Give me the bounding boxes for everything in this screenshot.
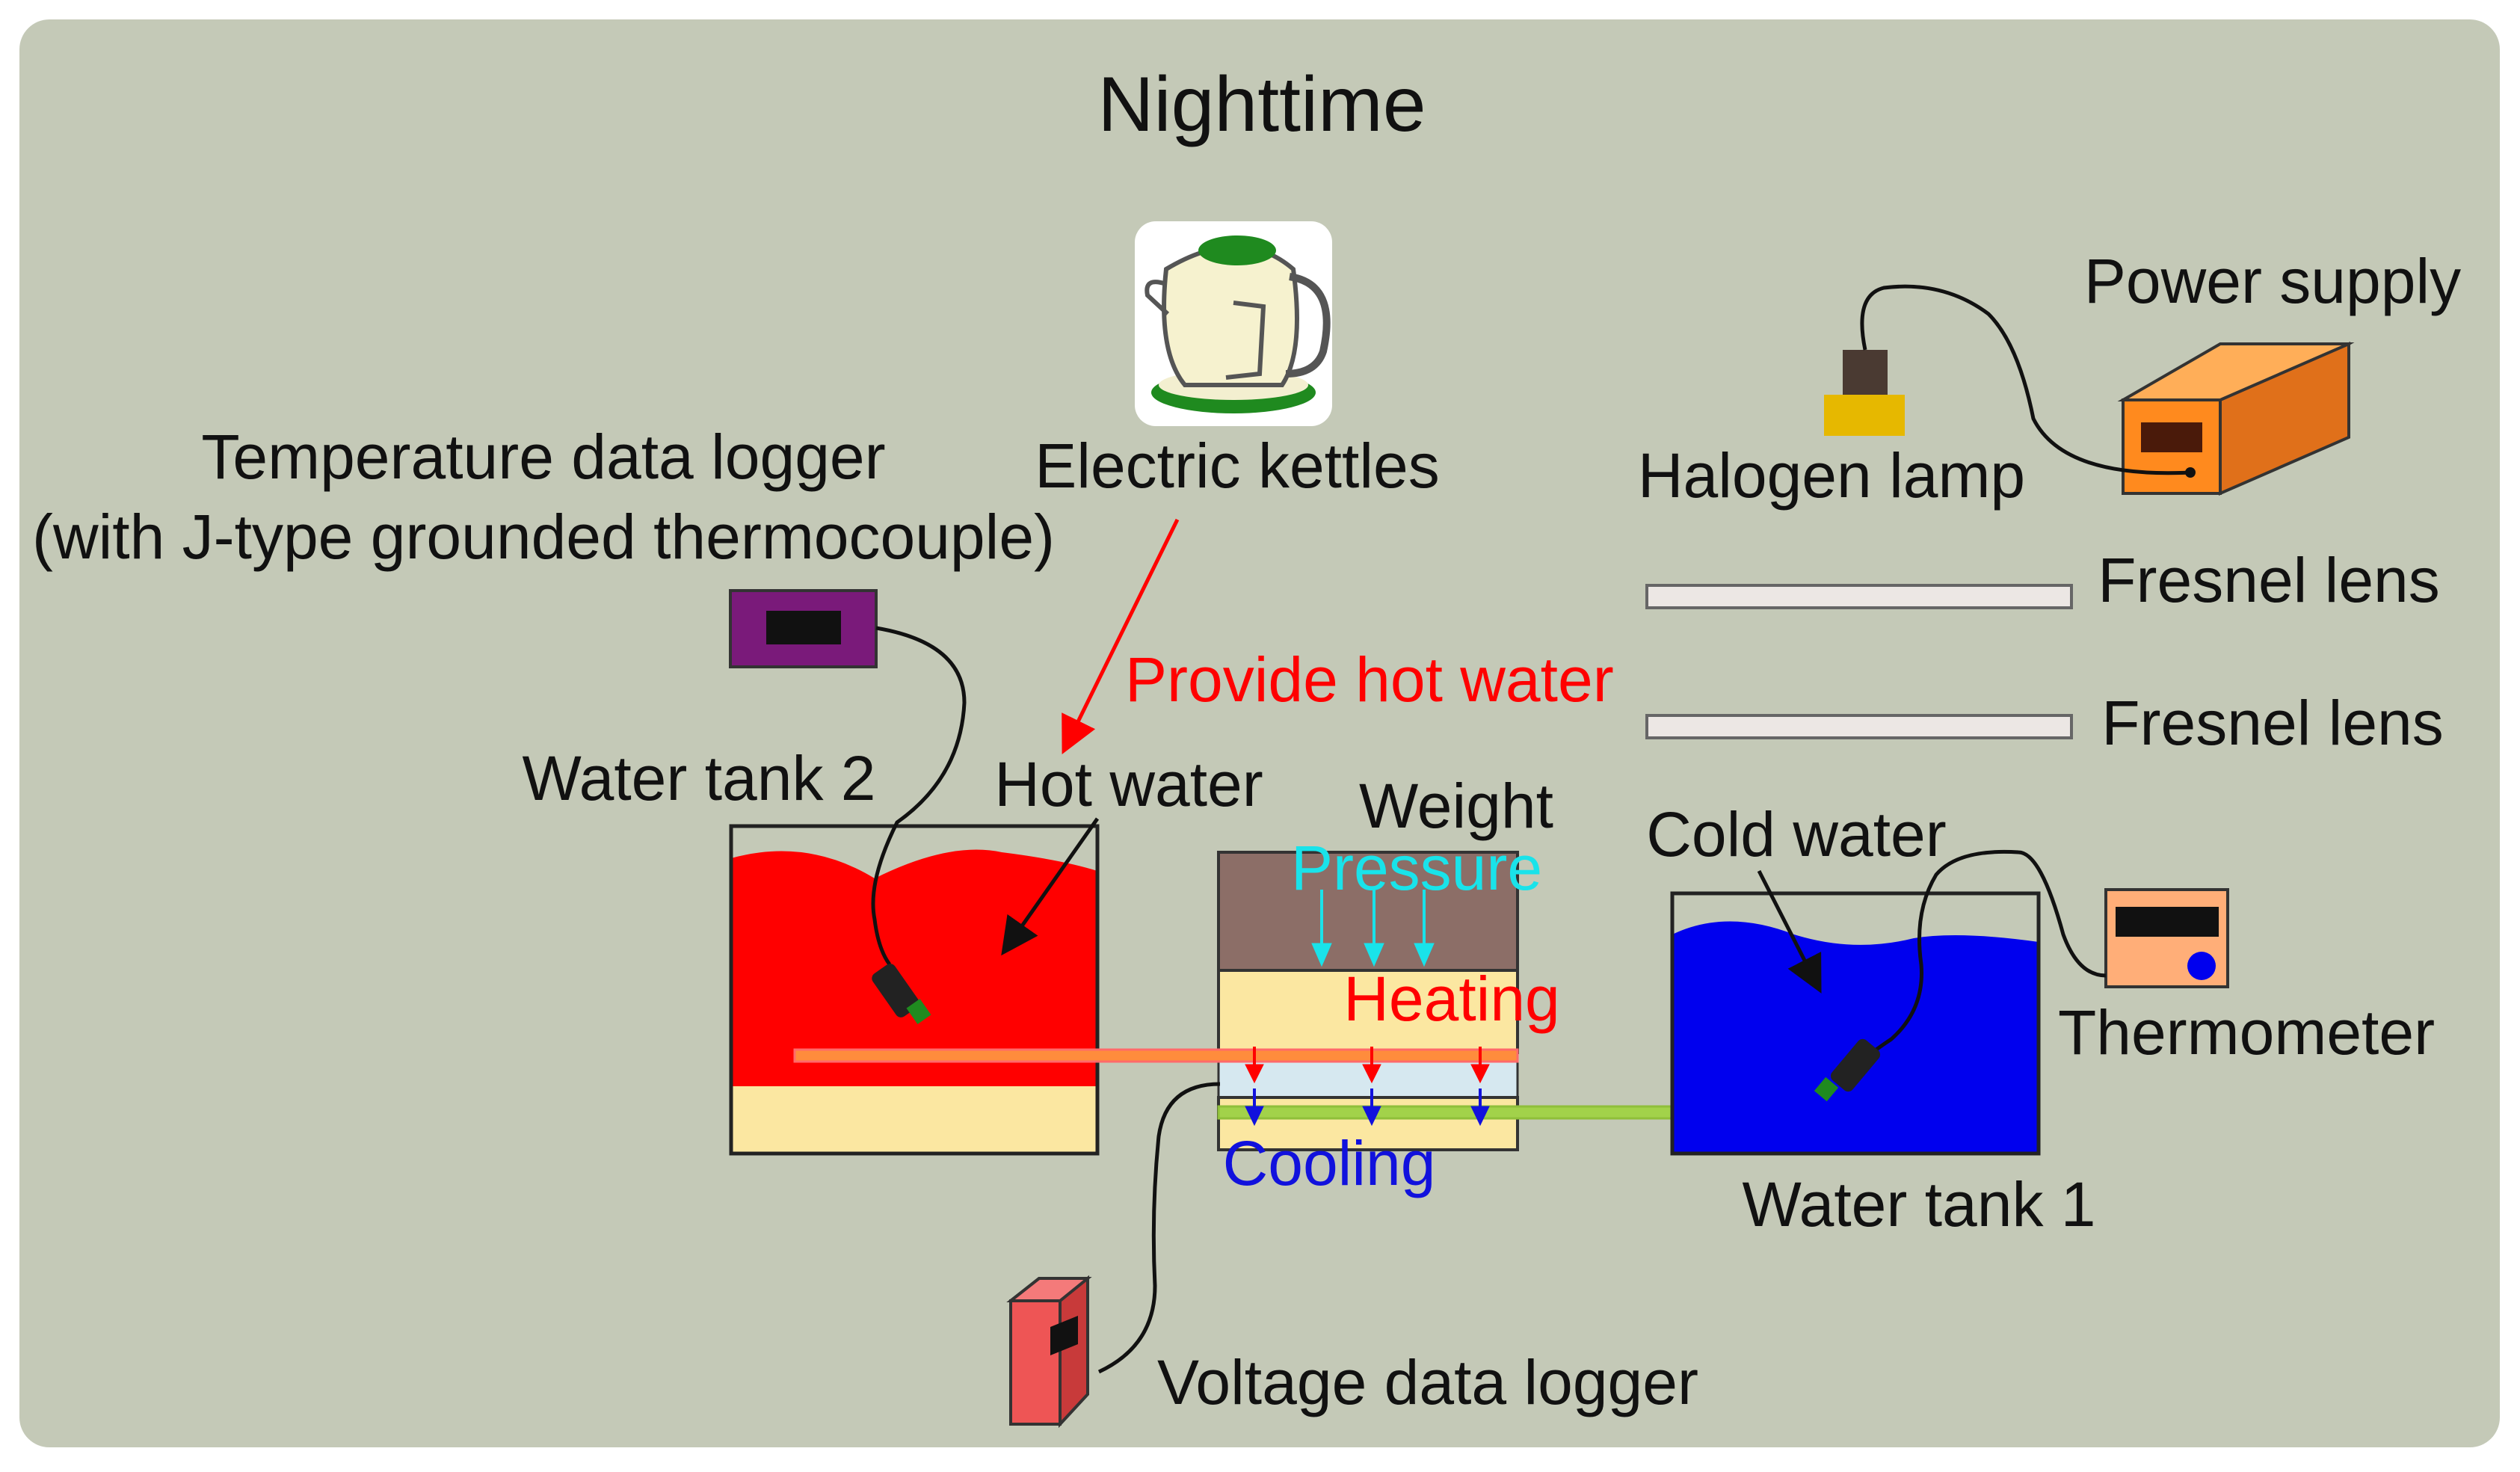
kettle-icon [1135, 221, 1332, 426]
thermocouple-note-label: (with J-type grounded thermocouple) [32, 502, 1055, 572]
provide-hot-water-arrow [1062, 518, 1180, 754]
temp-logger-cable [871, 626, 967, 966]
lamp-power-cable [1860, 284, 2191, 475]
voltage-logger-icon [1006, 1275, 1092, 1429]
cooling-arrows [1245, 1088, 1490, 1127]
pressure-label: Pressure [1291, 833, 1542, 903]
hot-water-label: Hot water [994, 749, 1263, 819]
halogen-lamp-label: Halogen lamp [1638, 440, 2025, 511]
thermometer-icon [2104, 888, 2229, 988]
pressure-arrows [1311, 890, 1435, 967]
cooling-label: Cooling [1223, 1128, 1436, 1198]
halogen-lamp-icon [1824, 350, 1905, 436]
temperature-logger-label: Temperature data logger [201, 422, 885, 492]
electric-kettles-label: Electric kettles [1035, 431, 1440, 501]
voltage-logger-label: Voltage data logger [1157, 1347, 1698, 1417]
thermometer-cable [1860, 849, 2107, 1063]
fresnel-lens-lower [1645, 714, 2073, 739]
provide-hot-water-label: Provide hot water [1125, 644, 1614, 715]
hot-pipe [793, 1048, 1519, 1063]
water-tank-2 [729, 824, 1100, 1156]
thermometer-probe-icon [1814, 1038, 1881, 1102]
cold-water-label: Cold water [1646, 799, 1947, 869]
thermocouple-probe-icon [872, 964, 931, 1024]
fresnel-lens-lower-label: Fresnel lens [2101, 688, 2444, 758]
water-tank-1 [1670, 891, 2041, 1156]
heating-label: Heating [1343, 964, 1560, 1034]
power-supply-label: Power supply [2084, 246, 2461, 316]
thermometer-label: Thermometer [2058, 997, 2435, 1068]
voltage-logger-cable [1097, 1082, 1221, 1374]
temperature-logger-icon [729, 589, 878, 668]
heating-arrows [1245, 1047, 1490, 1084]
diagram-title: Nighttime [1097, 61, 1426, 148]
cold-water-pointer [1757, 869, 1822, 994]
power-supply-icon [2117, 341, 2355, 496]
weight-label: Weight [1359, 771, 1553, 841]
fresnel-lens-upper [1645, 584, 2073, 609]
water-tank-1-label: Water tank 1 [1742, 1169, 2095, 1240]
water-tank-2-label: Water tank 2 [522, 743, 875, 813]
hot-water-pointer [1001, 817, 1100, 956]
fresnel-lens-upper-label: Fresnel lens [2098, 545, 2440, 615]
